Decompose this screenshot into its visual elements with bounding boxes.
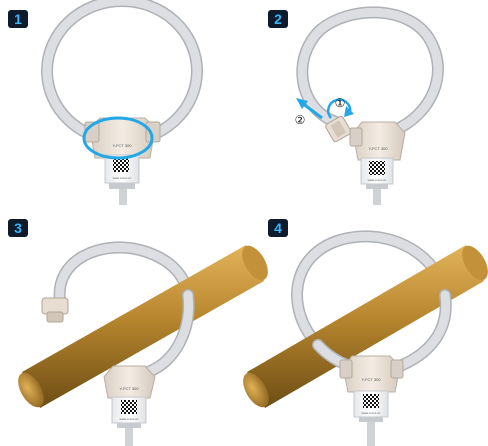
- step-badge: 4: [268, 219, 288, 237]
- step-1-panel: 1 Y-FCT 300 www.xxxxx.cn: [8, 0, 203, 205]
- rotate-marker: ①: [335, 96, 346, 110]
- step-badge: 2: [268, 10, 288, 28]
- coupling-nut: [41, 297, 69, 323]
- qr-code: [369, 161, 385, 175]
- model-label: Y-FCT 300: [361, 377, 381, 382]
- pull-arrow: [301, 101, 323, 120]
- step-badge: 1: [8, 10, 28, 28]
- bottom-label: www.xxxxx.cn: [113, 176, 132, 180]
- bottom-label: www.xxxxx.cn: [120, 417, 139, 421]
- step-badge-label: 2: [274, 11, 282, 27]
- step-2-panel: 2 Y-FCT 300 www.xxxxx.cn ① ②: [268, 6, 444, 205]
- qr-code: [363, 394, 379, 408]
- model-label: Y-FCT 300: [368, 146, 388, 151]
- open-marker: ②: [295, 113, 306, 127]
- coil-housing: Y-FCT 300: [339, 355, 404, 393]
- step-badge: 3: [8, 219, 28, 237]
- step-4-panel: 4 Y-FCT 300 www.xxxxx.cn: [243, 219, 488, 446]
- cable: [367, 422, 375, 446]
- bottom-label: www.xxxxx.cn: [362, 411, 381, 415]
- step-badge-label: 3: [14, 220, 22, 236]
- cable: [125, 428, 133, 446]
- coil-housing: Y-FCT 300: [349, 121, 406, 161]
- sensor-body: www.xxxxx.cn: [360, 157, 394, 205]
- sensor-body: www.xxxxx.cn: [104, 154, 140, 205]
- highlight-ring: [82, 116, 154, 160]
- sensor-body: www.xxxxx.cn: [353, 390, 389, 446]
- conductor-bar: [18, 245, 268, 408]
- step-badge-label: 1: [14, 11, 22, 27]
- step-3-panel: 3 Y-FCT 300 www.xxxxx.cn: [8, 219, 268, 446]
- model-label: Y-FCT 300: [112, 143, 132, 148]
- qr-code: [113, 158, 129, 172]
- bottom-label: www.xxxxx.cn: [368, 178, 387, 182]
- bar-end-cap: [18, 372, 44, 408]
- conductor-bar: [243, 245, 488, 408]
- coil-housing: Y-FCT 300: [103, 365, 156, 399]
- sensor-body: www.xxxxx.cn: [111, 396, 147, 446]
- cable: [373, 189, 381, 205]
- rotate-arrow: [326, 98, 352, 119]
- coil-housing: Y-FCT 300: [84, 117, 161, 159]
- model-label: Y-FCT 300: [119, 386, 139, 391]
- qr-code: [121, 400, 137, 414]
- bar-end-cap: [243, 372, 269, 408]
- coupling-nut: [325, 115, 352, 143]
- step-badge-label: 4: [274, 220, 282, 236]
- cable: [119, 189, 127, 205]
